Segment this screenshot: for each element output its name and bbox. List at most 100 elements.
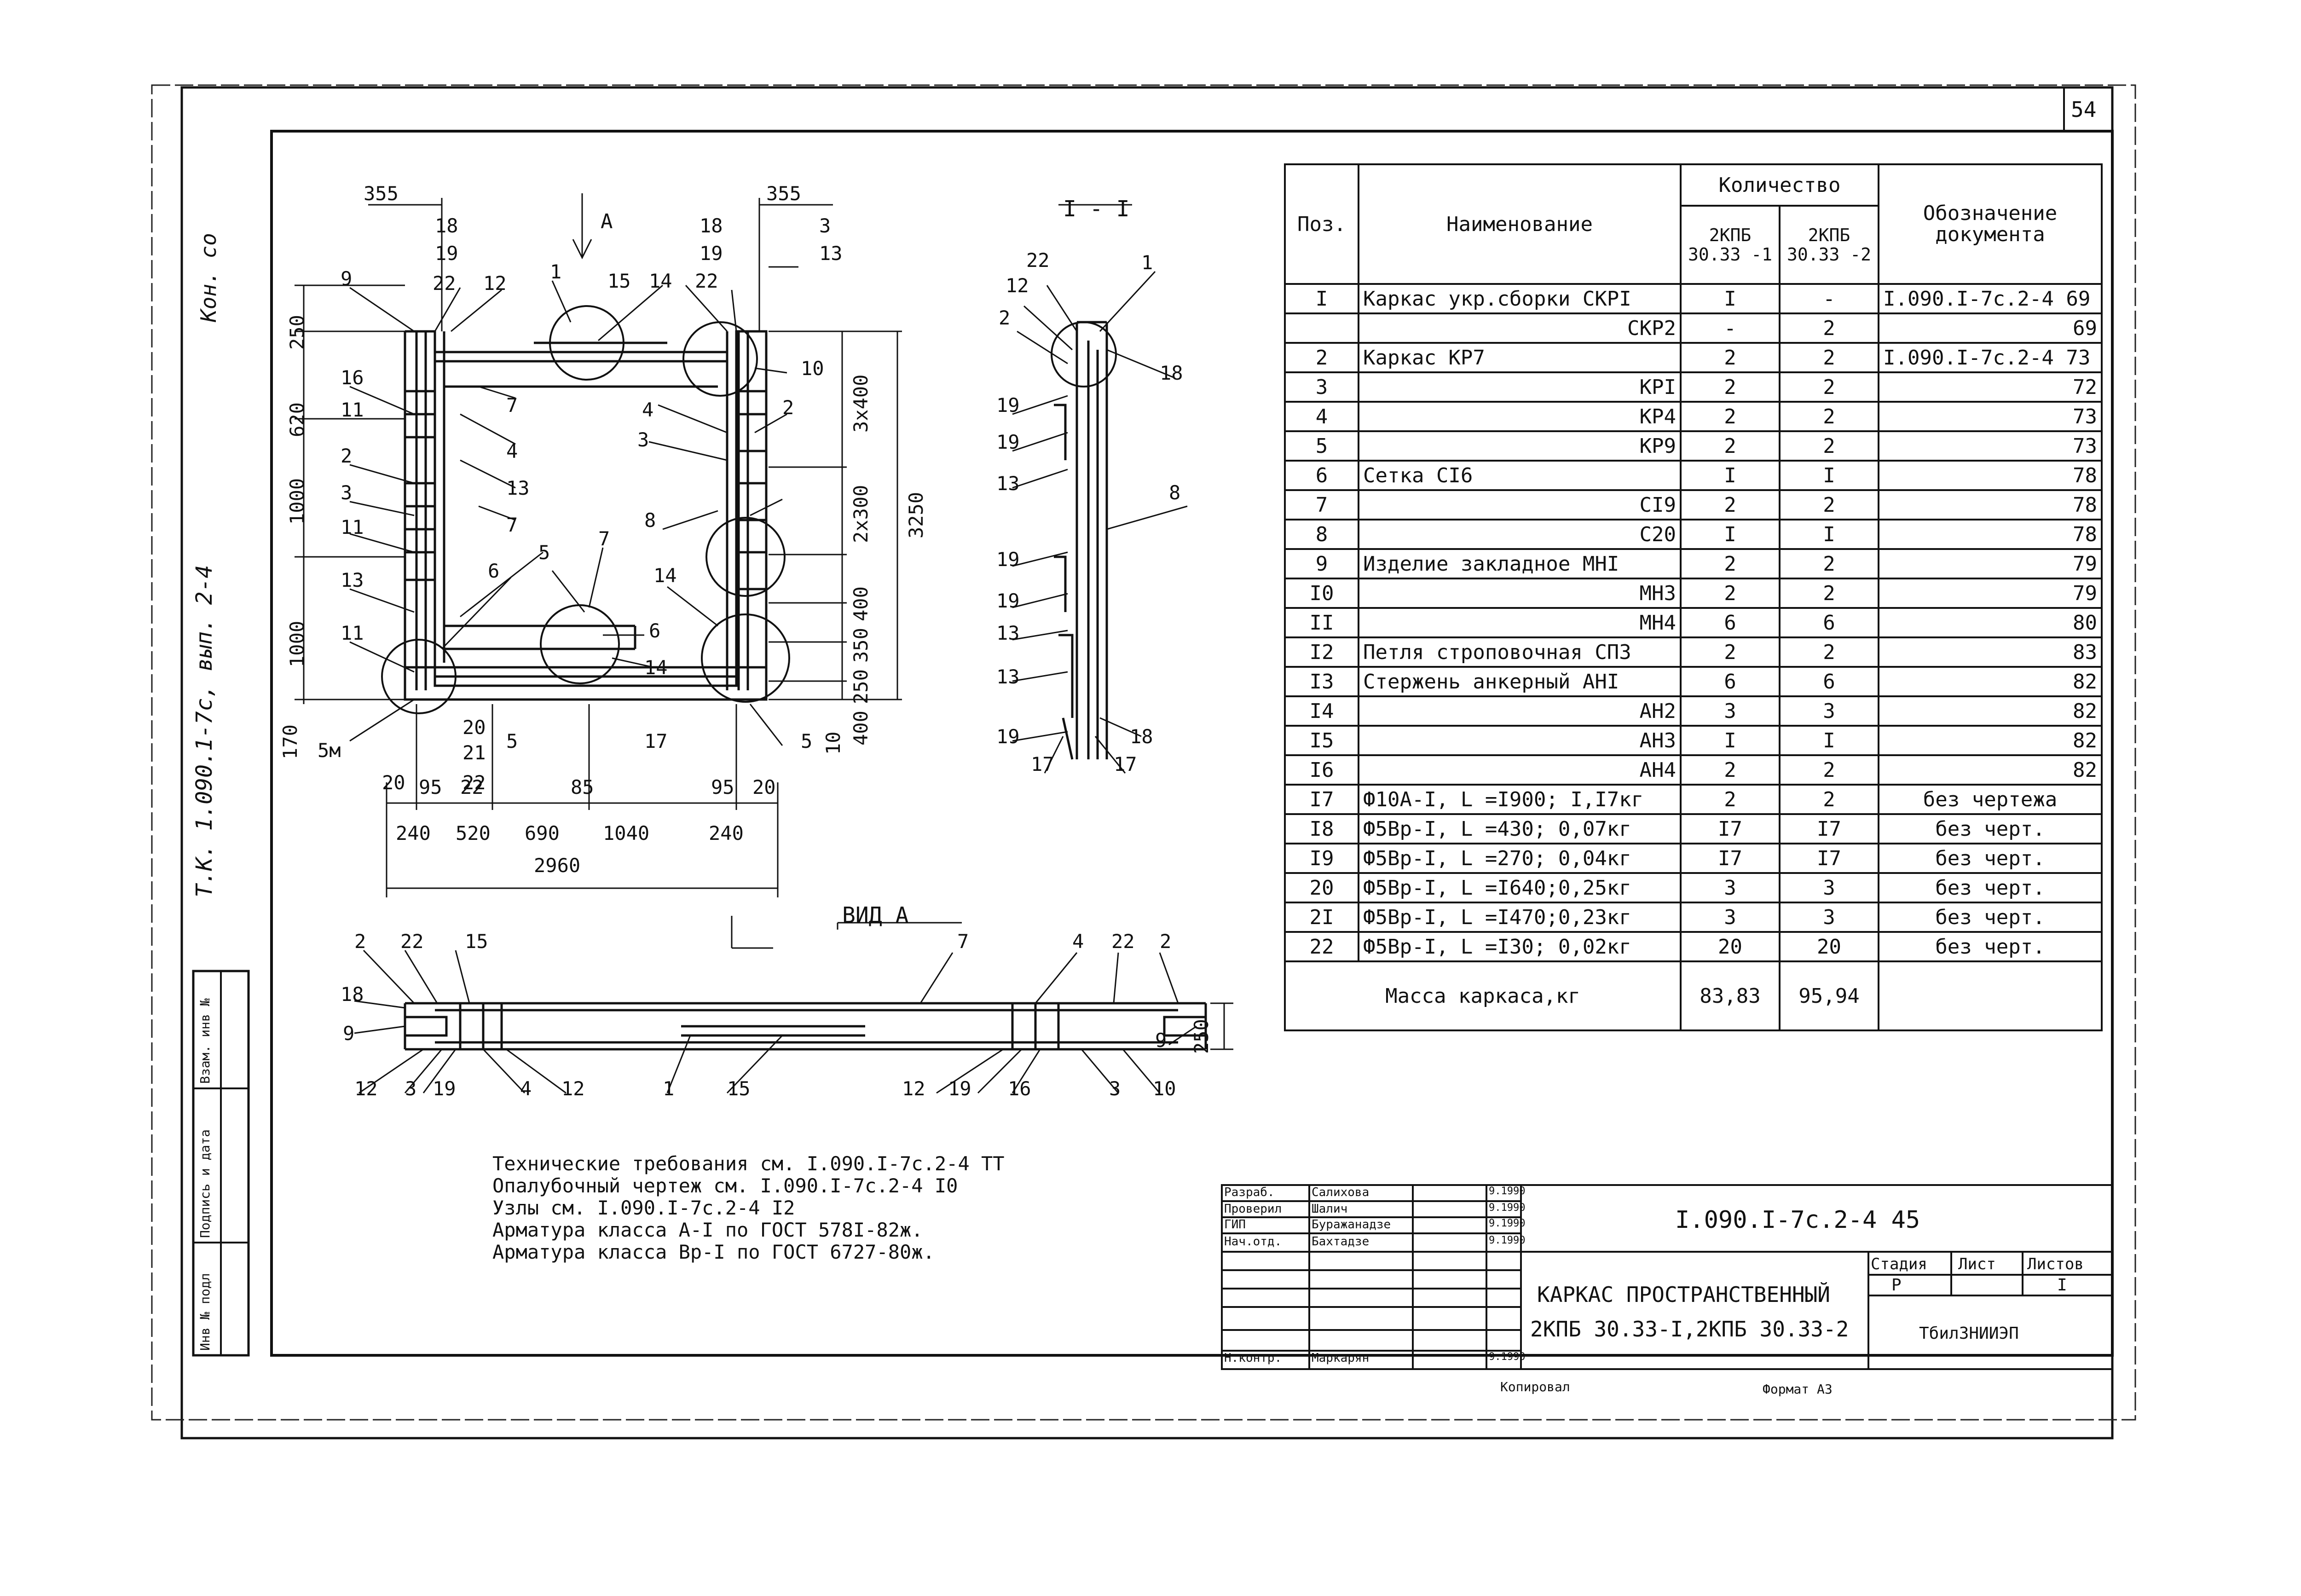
spec-cell-pos: 6 bbox=[1284, 460, 1359, 491]
spec-cell-q2: 20 bbox=[1779, 931, 1879, 962]
spec-cell-doc: 73 bbox=[1878, 430, 2103, 462]
spec-cell-pos: 2I bbox=[1284, 902, 1359, 933]
spec-cell-doc: 72 bbox=[1878, 371, 2103, 403]
spec-cell-name: Ф5Вр-I, L =I30; 0,02кг bbox=[1358, 931, 1682, 962]
spec-cell-name: Сетка СI6 bbox=[1358, 460, 1682, 491]
position-mark: 19 bbox=[948, 1077, 971, 1100]
copied-label: Копировал bbox=[1500, 1379, 1570, 1394]
title-block-name: Бахтадзе bbox=[1312, 1235, 1370, 1249]
spec-cell-name: МН3 bbox=[1358, 578, 1682, 609]
position-mark: 19 bbox=[996, 590, 1020, 612]
spec-cell-pos: 7 bbox=[1284, 489, 1359, 520]
spec-cell-name: СI9 bbox=[1358, 489, 1682, 520]
spec-cell-q1: I7 bbox=[1680, 843, 1781, 874]
spec-cell-q2: I bbox=[1779, 725, 1879, 756]
position-mark: 9 bbox=[1155, 1029, 1167, 1052]
dimension-label: 520 bbox=[456, 822, 491, 844]
page-number: 54 bbox=[2071, 97, 2097, 122]
position-mark: 3 bbox=[637, 428, 649, 451]
spec-cell-q1: 2 bbox=[1680, 401, 1781, 432]
title-block-role: ГИП bbox=[1224, 1218, 1246, 1232]
spec-cell-name: Ф5Вр-I, L =430; 0,07кг bbox=[1358, 813, 1682, 844]
spec-cell-name: Каркас укр.сборки СКРI bbox=[1358, 283, 1682, 314]
dimension-label: 1040 bbox=[603, 822, 650, 844]
spec-cell-q2: 6 bbox=[1779, 666, 1879, 697]
position-mark: 22 bbox=[400, 930, 424, 953]
spec-cell-q2: 2 bbox=[1779, 312, 1879, 344]
position-mark: 13 bbox=[341, 569, 364, 591]
spec-cell-name: КРI bbox=[1358, 371, 1682, 403]
spec-cell-q2: 2 bbox=[1779, 401, 1879, 432]
position-mark: 4 bbox=[642, 399, 654, 421]
spec-cell-q1: I7 bbox=[1680, 813, 1781, 844]
position-mark: 5 bbox=[506, 730, 518, 752]
position-mark: 16 bbox=[1008, 1077, 1031, 1100]
spec-cell-doc: 78 bbox=[1878, 519, 2103, 550]
position-mark: 19 bbox=[435, 242, 458, 265]
note-line: Технические требования см. I.090.I-7с.2-… bbox=[492, 1152, 1005, 1175]
mass-2: 95,94 bbox=[1779, 960, 1879, 1031]
spec-cell-q1: 2 bbox=[1680, 342, 1781, 373]
spec-cell-name: МН4 bbox=[1358, 607, 1682, 638]
dimension-label: 355 bbox=[766, 182, 801, 205]
position-mark: 7 bbox=[506, 394, 518, 416]
spec-cell-name: Каркас КР7 bbox=[1358, 342, 1682, 373]
spec-cell-doc: 82 bbox=[1878, 754, 2103, 786]
arrow-label-a: А bbox=[601, 210, 613, 233]
spec-cell-pos bbox=[1284, 312, 1359, 344]
position-mark: 14 bbox=[649, 270, 672, 292]
title-block-role: Н.контр. bbox=[1224, 1351, 1282, 1365]
position-mark: 19 bbox=[996, 431, 1020, 453]
position-mark: 12 bbox=[354, 1077, 378, 1100]
technical-notes: Технические требования см. I.090.I-7с.2-… bbox=[492, 1153, 1005, 1263]
title-block-name: Маркарян bbox=[1312, 1351, 1370, 1365]
position-mark: 10 bbox=[1153, 1077, 1176, 1100]
stamp-label-replace: Взам. инв № bbox=[197, 998, 213, 1084]
position-mark: 18 bbox=[700, 214, 723, 237]
position-mark: 19 bbox=[700, 242, 723, 265]
position-mark: 16 bbox=[341, 366, 364, 389]
spec-cell-name: СКР2 bbox=[1358, 312, 1682, 344]
spec-cell-pos: II bbox=[1284, 607, 1359, 638]
dimension-label: 240 bbox=[709, 822, 744, 844]
position-mark: 11 bbox=[341, 516, 364, 538]
spec-cell-q2: I bbox=[1779, 519, 1879, 550]
position-mark: 3 bbox=[341, 481, 353, 504]
spec-cell-pos: 22 bbox=[1284, 931, 1359, 962]
dimension-label: 95 bbox=[711, 776, 734, 798]
title-line2: 2КПБ 30.33-I,2КПБ 30.33-2 bbox=[1530, 1317, 1849, 1342]
position-mark: 19 bbox=[996, 548, 1020, 571]
spec-cell-doc: 79 bbox=[1878, 578, 2103, 609]
section-label: I - I bbox=[1063, 196, 1130, 222]
dimension-label: 170 bbox=[279, 724, 301, 759]
title-block-name: Шалич bbox=[1312, 1202, 1348, 1216]
spec-cell-pos: 5 bbox=[1284, 430, 1359, 462]
spec-cell-q1: I bbox=[1680, 283, 1781, 314]
specification-table: Поз. Наименование Количество Обозначение… bbox=[1284, 163, 2103, 1031]
spec-cell-q1: 3 bbox=[1680, 695, 1781, 727]
mass-doc bbox=[1878, 960, 2103, 1031]
spec-cell-pos: 2 bbox=[1284, 342, 1359, 373]
position-mark: 8 bbox=[644, 509, 656, 532]
spec-cell-q1: 2 bbox=[1680, 636, 1781, 668]
margin-note: Т.К. 1.090.1-7с, вып. 2-4 bbox=[191, 565, 217, 897]
position-mark: 22 bbox=[433, 272, 456, 295]
spec-cell-name: КР4 bbox=[1358, 401, 1682, 432]
dimension-label: 85 bbox=[571, 776, 594, 798]
position-mark: 3 bbox=[1109, 1077, 1121, 1100]
position-mark: 250 bbox=[1190, 1019, 1213, 1054]
position-mark: 18 bbox=[435, 214, 458, 237]
spec-cell-doc: без черт. bbox=[1878, 813, 2103, 844]
dimension-label: 3x400 bbox=[850, 374, 872, 433]
spec-cell-q1: 2 bbox=[1680, 371, 1781, 403]
mass-1: 83,83 bbox=[1680, 960, 1781, 1031]
spec-cell-name: Ф5Вр-I, L =I640;0,25кг bbox=[1358, 872, 1682, 903]
view-label: ВИД А bbox=[842, 902, 909, 928]
spec-cell-q2: I7 bbox=[1779, 813, 1879, 844]
